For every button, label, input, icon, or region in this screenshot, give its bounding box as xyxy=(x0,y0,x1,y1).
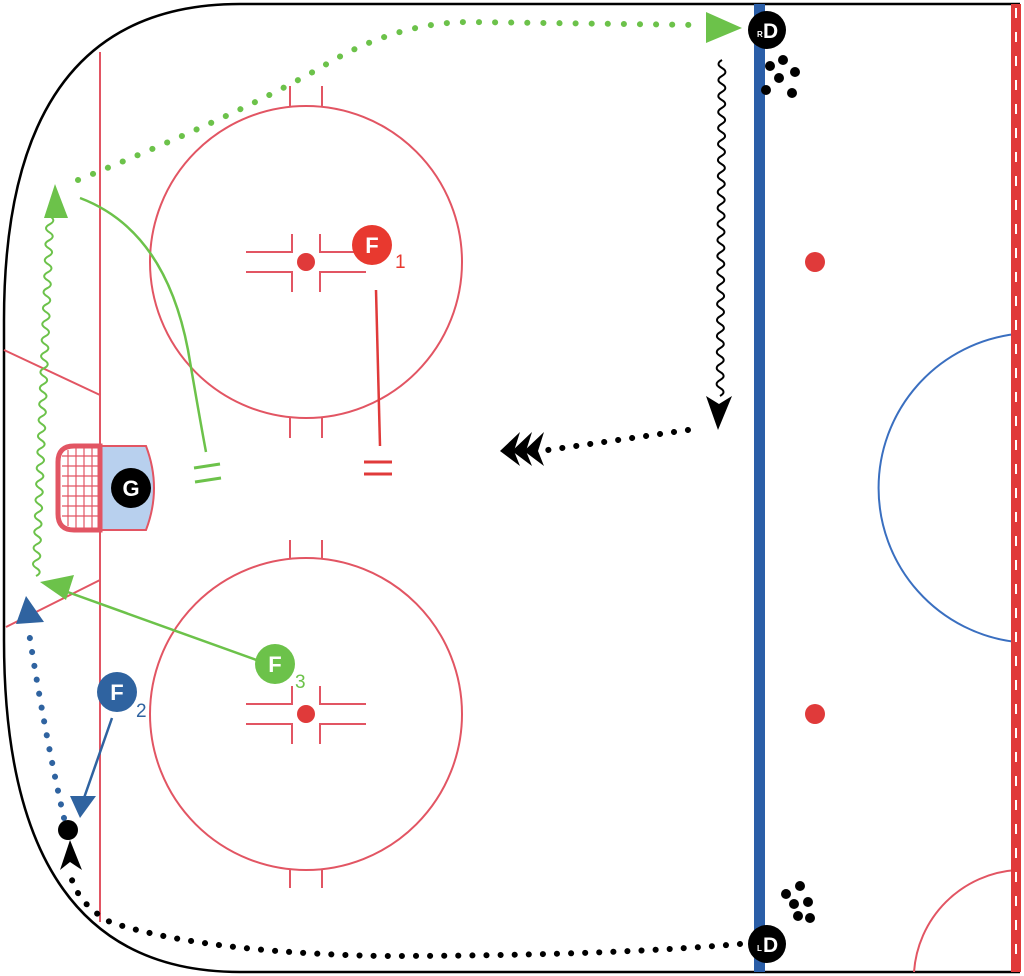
player-ld-prefix: L xyxy=(757,944,762,953)
player-goalie: G xyxy=(111,468,151,508)
shot-arrowheads xyxy=(500,432,544,466)
neutral-dot-bottom xyxy=(805,704,825,724)
center-faceoff-arc-bottom xyxy=(913,869,1017,973)
neutral-dot-top xyxy=(805,252,825,272)
faceoff-circle-top xyxy=(149,86,463,438)
player-rd-prefix: R xyxy=(757,30,763,39)
player-f2: F 2 xyxy=(97,672,147,722)
green-arrowhead-to-rd xyxy=(706,12,742,43)
faceoff-dot-top xyxy=(297,253,315,271)
green-skate-path-boards xyxy=(31,215,55,577)
net-icon xyxy=(55,443,103,533)
red-f1-line xyxy=(374,289,382,447)
player-f1: F 1 xyxy=(352,225,406,273)
faceoff-circle-bottom xyxy=(149,540,463,888)
player-f1-letter: F xyxy=(365,233,378,258)
black-skate-path-rd xyxy=(715,59,727,397)
trapezoid-line-top xyxy=(3,349,101,396)
green-stop-marks xyxy=(193,462,222,484)
player-f2-letter: F xyxy=(110,680,123,705)
player-ld-letter: D xyxy=(763,934,778,957)
red-stop-marks xyxy=(364,460,392,476)
green-arrowhead-f3 xyxy=(40,575,74,600)
player-ld: L D xyxy=(748,925,786,963)
player-f1-number: 1 xyxy=(395,252,406,273)
blue-line xyxy=(754,4,765,972)
blue-dotted-path xyxy=(25,623,67,821)
blue-f2-line xyxy=(82,717,114,799)
blue-arrowhead-boards xyxy=(16,596,44,624)
player-f3-number: 3 xyxy=(295,672,306,693)
player-f3: F 3 xyxy=(255,644,306,693)
green-f3-line xyxy=(61,588,263,664)
black-arrowhead-ld xyxy=(60,840,82,870)
black-dotted-shot xyxy=(545,427,691,453)
black-arrowhead-rd xyxy=(706,396,732,430)
blue-arrowhead-f2 xyxy=(70,796,96,818)
player-f3-letter: F xyxy=(268,652,281,677)
player-goalie-letter: G xyxy=(122,476,139,501)
player-f2-number: 2 xyxy=(136,701,147,722)
center-circle xyxy=(877,333,1017,643)
green-pass-path-to-rd xyxy=(75,18,703,183)
pucks-icon xyxy=(781,881,815,923)
pucks-icon xyxy=(761,55,800,98)
green-arrowhead-boards xyxy=(44,184,68,218)
puck-icon xyxy=(58,820,78,840)
faceoff-dot-bottom xyxy=(297,705,315,723)
green-support-curve xyxy=(79,196,208,453)
player-rd-letter: D xyxy=(763,20,778,43)
black-dotted-path-ld xyxy=(69,877,743,960)
player-rd: R D xyxy=(748,11,786,49)
